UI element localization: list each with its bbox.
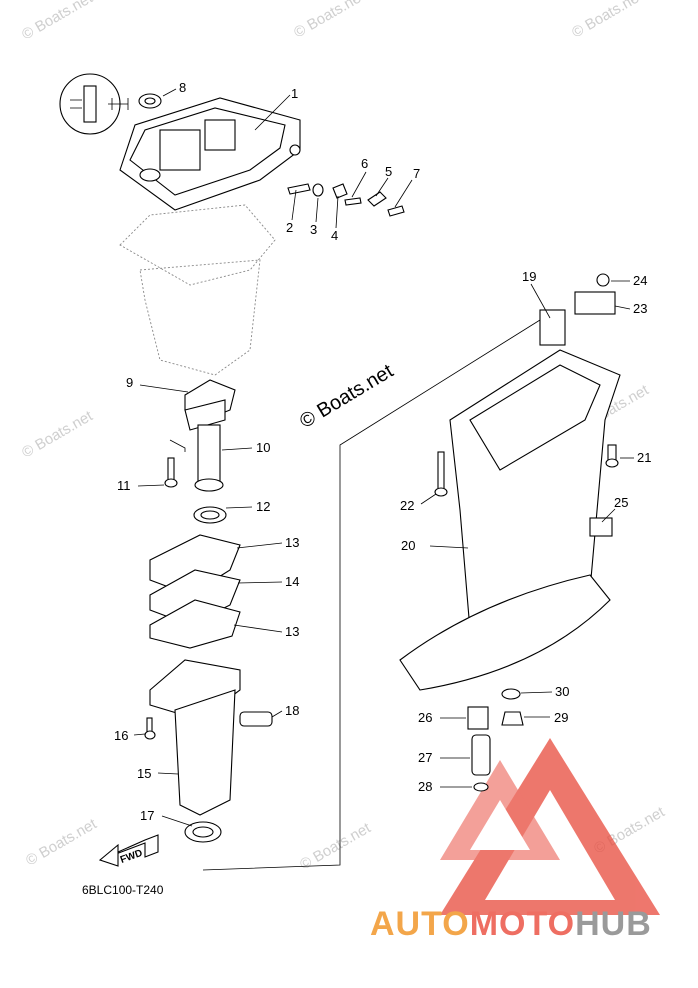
- brand-part3: HUB: [575, 905, 652, 943]
- callout-10: 10: [256, 440, 270, 455]
- bolt-part: [164, 457, 178, 488]
- callout-4: 4: [331, 228, 338, 243]
- bolt-part: [605, 444, 619, 468]
- grommet-part: [239, 711, 273, 727]
- brand-part2: MOTO: [469, 905, 576, 943]
- ghost-casing: [119, 204, 276, 376]
- lower-casing-part: [399, 349, 621, 691]
- callout-13b: 13: [285, 624, 299, 639]
- callout-3: 3: [310, 222, 317, 237]
- callout-12: 12: [256, 499, 270, 514]
- callout-28: 28: [418, 779, 432, 794]
- callout-25: 25: [614, 495, 628, 510]
- callout-23: 23: [633, 301, 647, 316]
- callout-22: 22: [400, 498, 414, 513]
- gasket-part: [149, 534, 241, 596]
- callout-27: 27: [418, 750, 432, 765]
- exhaust-guide-part: [184, 399, 226, 492]
- callout-2: 2: [286, 220, 293, 235]
- plug-part: [501, 711, 524, 726]
- brand-wordmark: AUTOMOTOHUB: [370, 905, 652, 944]
- callout-8: 8: [179, 80, 186, 95]
- callout-1: 1: [291, 86, 298, 101]
- callout-18: 18: [285, 703, 299, 718]
- washer-part: [501, 688, 521, 700]
- o-ring-part: [473, 782, 489, 792]
- diagram-code: 6BLC100-T240: [82, 883, 164, 897]
- callout-11: 11: [117, 478, 131, 493]
- bushing-part: [471, 734, 491, 776]
- callout-9: 9: [126, 375, 133, 390]
- callout-21: 21: [637, 450, 651, 465]
- callout-15: 15: [137, 766, 151, 781]
- callout-26: 26: [418, 710, 432, 725]
- callout-19: 19: [522, 269, 536, 284]
- screw-part: [596, 273, 610, 287]
- bolt-part: [434, 451, 448, 497]
- callout-labels: 1 2 3 4 5 6 7 8 9 10 11 12 13 13 14 15 1…: [114, 80, 651, 823]
- callout-6: 6: [361, 156, 368, 171]
- spacer-part: [467, 706, 489, 730]
- bracket-part: [574, 291, 616, 315]
- callout-29: 29: [554, 710, 568, 725]
- callout-13a: 13: [285, 535, 299, 550]
- muffler-part: [149, 659, 241, 816]
- bracket-part: [539, 309, 566, 346]
- brand-part1: AUTO: [370, 905, 470, 943]
- callout-20: 20: [401, 538, 415, 553]
- automotohub-logo-icon: [440, 738, 660, 915]
- upper-casing-part: [119, 97, 301, 211]
- small-hardware: [287, 183, 405, 217]
- callout-24: 24: [633, 273, 647, 288]
- gasket-part: [149, 599, 241, 649]
- detail-inset: [59, 73, 129, 135]
- callout-17: 17: [140, 808, 154, 823]
- callout-30: 30: [555, 684, 569, 699]
- group-boundary: [169, 439, 186, 452]
- callout-7: 7: [413, 166, 420, 181]
- group-boundary: [202, 319, 541, 871]
- leader-lines: [133, 88, 634, 827]
- callout-5: 5: [385, 164, 392, 179]
- callout-14: 14: [285, 574, 299, 589]
- callout-16: 16: [114, 728, 128, 743]
- fwd-arrow-icon: [98, 834, 159, 867]
- bolt-part: [144, 717, 156, 740]
- damper-part: [589, 517, 613, 537]
